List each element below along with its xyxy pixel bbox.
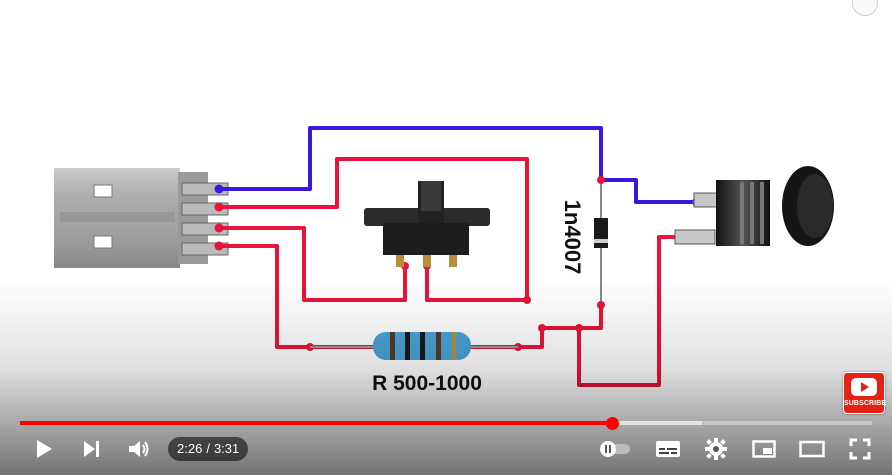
progress-scrubber-handle[interactable]: [605, 417, 619, 430]
subtitles-button[interactable]: [653, 434, 683, 464]
fullscreen-icon: [849, 438, 871, 460]
progress-bar[interactable]: [20, 421, 872, 425]
wire-negative: [219, 126, 697, 204]
circuit-nodes: [214, 176, 702, 351]
current-time: 2:26: [177, 441, 203, 456]
resistor-image: [310, 332, 518, 360]
subscribe-label: SUBSCRIBE: [844, 400, 887, 407]
miniplayer-button[interactable]: [750, 434, 778, 464]
mute-button[interactable]: [124, 434, 154, 464]
time-separator: /: [206, 441, 210, 456]
play-button[interactable]: [30, 434, 58, 464]
diode-image: [594, 218, 608, 248]
resistor-label: R 500-1000: [372, 372, 482, 395]
youtube-logo-icon: [851, 378, 877, 396]
settings-button[interactable]: [703, 434, 729, 464]
autoplay-toggle-icon: [600, 441, 630, 457]
wire-switch-right: [425, 266, 527, 302]
subtitles-icon: [656, 441, 680, 457]
time-display: 2:26 / 3:31: [168, 437, 249, 461]
next-button[interactable]: [78, 434, 106, 464]
fullscreen-button[interactable]: [846, 434, 874, 464]
subscribe-watermark[interactable]: SUBSCRIBE: [843, 372, 887, 414]
duration: 3:31: [213, 441, 240, 456]
wire-top-red: [219, 157, 529, 300]
wire-jack-positive: [577, 235, 680, 387]
diode-label: 1n4007: [560, 200, 585, 275]
theater-mode-icon: [799, 440, 825, 458]
settings-icon: [705, 438, 727, 460]
slide-switch-image: [364, 181, 490, 267]
theater-mode-button[interactable]: [797, 434, 827, 464]
autoplay-toggle[interactable]: [597, 434, 633, 464]
play-icon: [37, 440, 52, 458]
next-icon: [84, 441, 99, 457]
dc-jack-image: [674, 166, 834, 246]
wire-resistor: [219, 244, 603, 349]
volume-icon: [129, 441, 149, 457]
miniplayer-icon: [752, 440, 776, 458]
progress-played: [20, 421, 612, 425]
usb-connector-image: [54, 168, 229, 268]
wire-switch-left: [219, 226, 407, 302]
